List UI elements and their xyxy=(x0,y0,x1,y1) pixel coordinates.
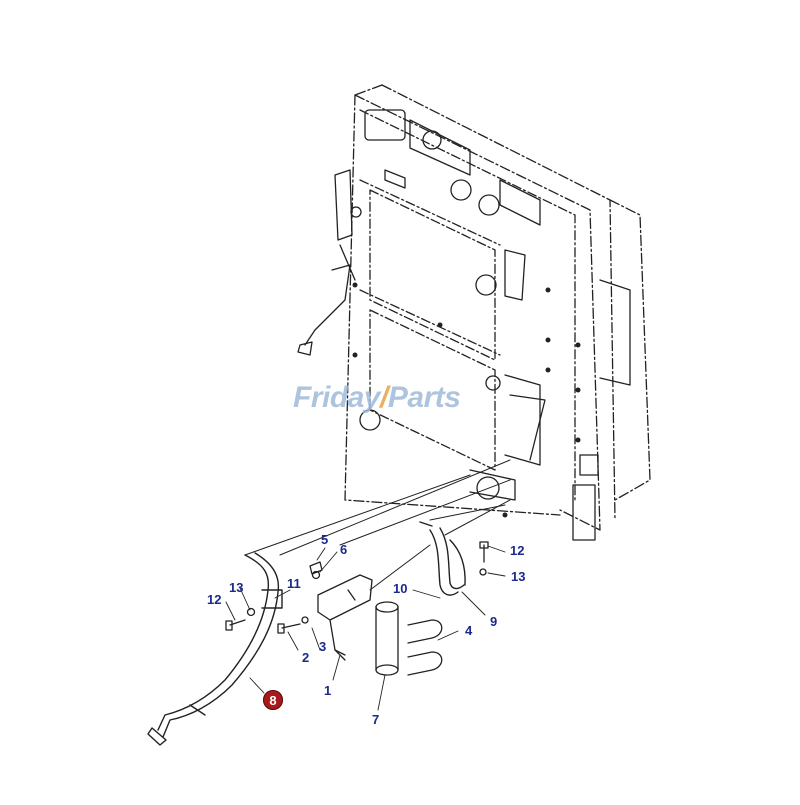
callout-12-left[interactable]: 12 xyxy=(207,592,222,607)
radiator-core xyxy=(359,109,576,501)
callout-5[interactable]: 5 xyxy=(321,532,329,547)
left-bracket xyxy=(297,169,362,356)
bottom-tank xyxy=(359,409,516,501)
callout-3[interactable]: 3 xyxy=(319,639,327,654)
callout-12-right[interactable]: 12 xyxy=(510,543,525,558)
u-bolt-4 xyxy=(407,619,443,676)
callout-2[interactable]: 2 xyxy=(302,650,310,665)
callout-1[interactable]: 1 xyxy=(324,683,332,698)
callout-11[interactable]: 11 xyxy=(287,576,301,591)
callout-10[interactable]: 10 xyxy=(393,581,408,596)
callout-7[interactable]: 7 xyxy=(372,712,380,727)
radiator-frame xyxy=(344,84,651,531)
callout-4[interactable]: 4 xyxy=(465,623,473,638)
leader-lines xyxy=(244,459,511,591)
callout-8-highlighted[interactable]: 8 xyxy=(263,690,283,710)
callout-13-right[interactable]: 13 xyxy=(511,569,526,584)
callout-leaders xyxy=(225,545,506,711)
hose-8 xyxy=(147,552,283,746)
cylinder-7 xyxy=(375,601,399,676)
callout-13-left[interactable]: 13 xyxy=(229,580,244,595)
top-tank xyxy=(364,109,541,226)
frame-bolts xyxy=(352,282,581,518)
friday-parts-watermark: Friday/Parts xyxy=(293,381,461,414)
callout-6[interactable]: 6 xyxy=(340,542,348,557)
callout-9[interactable]: 9 xyxy=(490,614,498,629)
right-bracket xyxy=(475,249,631,541)
hose-9 xyxy=(419,521,466,596)
